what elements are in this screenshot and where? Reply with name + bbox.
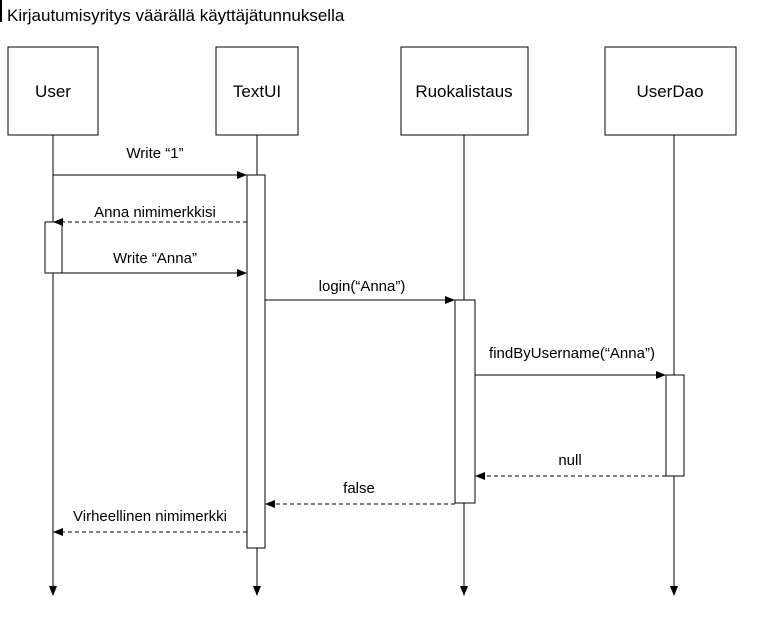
participant-label-textui: TextUI bbox=[233, 82, 281, 101]
message-write-anna: Write “Anna” bbox=[62, 250, 247, 277]
message-find-by-username: findByUsername(“Anna”) bbox=[475, 345, 666, 379]
activation-user bbox=[44, 221, 63, 274]
message-label-login: login(“Anna”) bbox=[319, 278, 406, 295]
message-null: null bbox=[475, 452, 666, 480]
message-label-write-1: Write “1” bbox=[126, 145, 183, 162]
participant-label-user: User bbox=[35, 82, 71, 101]
activation-userdao bbox=[665, 374, 685, 477]
participant-label-ruokalistaus: Ruokalistaus bbox=[415, 82, 512, 101]
message-label-anna-nimimerkkisi: Anna nimimerkkisi bbox=[94, 204, 216, 221]
message-label-false: false bbox=[343, 480, 375, 497]
message-login: login(“Anna”) bbox=[265, 278, 455, 304]
participant-userdao: UserDao bbox=[604, 46, 737, 136]
participant-textui: TextUI bbox=[215, 46, 299, 136]
participant-label-userdao: UserDao bbox=[636, 82, 703, 101]
message-label-null: null bbox=[558, 452, 581, 469]
message-false: false bbox=[265, 480, 455, 508]
message-label-write-anna: Write “Anna” bbox=[113, 250, 197, 267]
message-write-1: Write “1” bbox=[53, 145, 247, 179]
message-virheellinen-nimimerkki: Virheellinen nimimerkki bbox=[53, 508, 247, 536]
participant-ruokalistaus: Ruokalistaus bbox=[400, 46, 529, 136]
activation-textui bbox=[246, 174, 266, 549]
diagram-title: Kirjautumisyritys väärällä käyttäjätunnu… bbox=[7, 6, 345, 25]
activation-ruokalistaus bbox=[454, 299, 476, 504]
message-label-find-by-username: findByUsername(“Anna”) bbox=[489, 345, 655, 362]
message-anna-nimimerkkisi: Anna nimimerkkisi bbox=[53, 204, 247, 226]
message-label-virheellinen-nimimerkki: Virheellinen nimimerkki bbox=[73, 508, 227, 525]
title-marker bbox=[0, 0, 2, 22]
participant-user: User bbox=[7, 46, 99, 136]
